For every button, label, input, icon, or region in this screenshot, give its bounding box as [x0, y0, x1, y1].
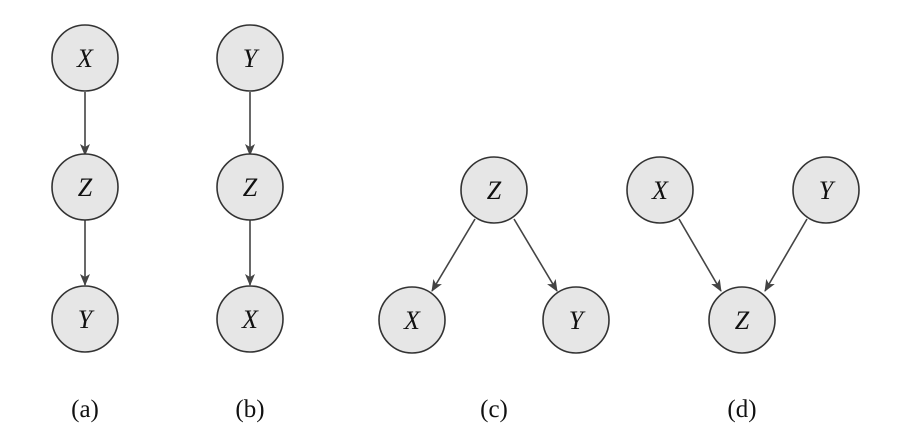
node-d-y: Y — [792, 156, 860, 224]
node-a-z: Z — [51, 153, 119, 221]
panel-b: Y Z X (b) — [216, 24, 284, 423]
caption-b: (b) — [235, 396, 264, 423]
node-label: Z — [78, 173, 93, 202]
node-label: X — [241, 305, 259, 334]
edge-c-z-to-y — [513, 218, 558, 292]
node-label: Y — [569, 306, 586, 335]
panel-a: X Z Y (a) — [51, 24, 119, 423]
node-label: X — [76, 44, 94, 73]
node-label: Y — [78, 305, 95, 334]
edge-d-x-to-z — [678, 218, 722, 292]
caption-c: (c) — [480, 396, 508, 423]
node-d-x: X — [626, 156, 694, 224]
edge-d-y-to-z — [764, 218, 808, 292]
edge-c-z-to-x — [431, 218, 476, 292]
caption-d: (d) — [727, 396, 756, 423]
node-c-z: Z — [460, 156, 528, 224]
panel-d: X Y Z (d) — [626, 156, 860, 423]
node-a-y: Y — [51, 285, 119, 353]
node-c-x: X — [378, 286, 446, 354]
node-c-y: Y — [542, 286, 610, 354]
caption-a: (a) — [71, 396, 99, 423]
node-label: X — [403, 306, 421, 335]
node-label: Y — [243, 44, 260, 73]
node-d-z: Z — [708, 286, 776, 354]
node-a-x: X — [51, 24, 119, 92]
node-label: Y — [819, 176, 836, 205]
node-label: Z — [487, 176, 502, 205]
panel-c: Z X Y (c) — [378, 156, 610, 423]
node-b-z: Z — [216, 153, 284, 221]
node-label: Z — [735, 306, 750, 335]
node-label: X — [651, 176, 669, 205]
node-label: Z — [243, 173, 258, 202]
node-b-x: X — [216, 285, 284, 353]
node-b-y: Y — [216, 24, 284, 92]
